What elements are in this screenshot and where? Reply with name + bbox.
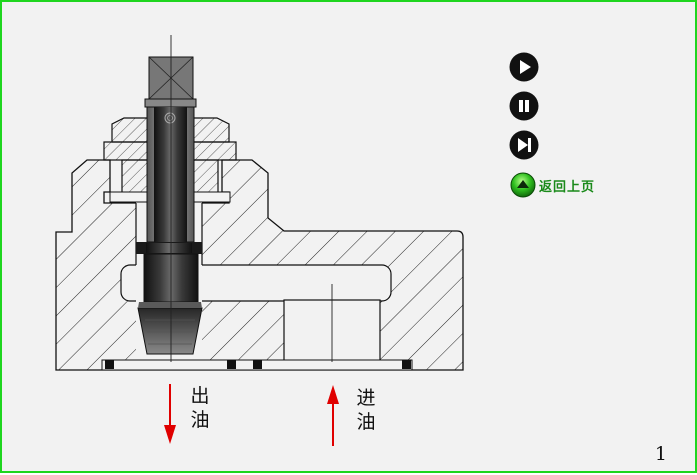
inlet-flow-arrow (327, 385, 339, 446)
skip-next-button[interactable] (509, 130, 539, 160)
outlet-flow-arrow (164, 384, 176, 444)
outlet-label-text: 出 油 (190, 385, 210, 431)
skip-next-icon (509, 130, 539, 160)
play-button[interactable] (509, 52, 539, 82)
green-up-arrow-icon (510, 172, 536, 198)
page-number: 1 (654, 443, 667, 465)
inlet-label: 进 油 (354, 386, 378, 434)
back-to-previous-page-link[interactable]: 返回上页 (510, 172, 595, 198)
outlet-label: 出 油 (188, 384, 212, 432)
play-icon (509, 52, 539, 82)
pause-button[interactable] (509, 91, 539, 121)
inlet-label-text: 进 油 (356, 387, 376, 433)
back-link-label: 返回上页 (539, 179, 596, 195)
pause-icon (509, 91, 539, 121)
